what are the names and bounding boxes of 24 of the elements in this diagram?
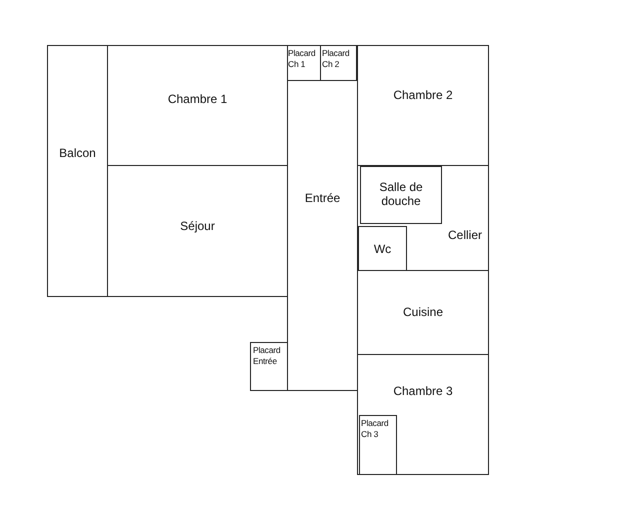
room [359, 415, 397, 475]
room-label: Balcon [58, 146, 97, 160]
room-label: Chambre 3 [392, 384, 454, 398]
room-label: Entrée [304, 191, 342, 205]
room [47, 45, 108, 297]
room [358, 226, 407, 272]
room [357, 270, 489, 355]
room [357, 45, 489, 166]
room-label: Wc [372, 242, 392, 256]
room [250, 342, 288, 391]
room-label: Chambre 2 [392, 88, 454, 102]
room-label: Cellier [446, 228, 483, 242]
room-label: Placard Ch 1 [288, 48, 316, 70]
room [357, 354, 489, 475]
room [360, 166, 442, 224]
room [320, 45, 357, 81]
room-label: Placard Ch 2 [322, 48, 350, 70]
room-label: Placard Ch 3 [361, 418, 390, 440]
room-label: Chambre 1 [166, 92, 228, 106]
room-label: Séjour [179, 219, 216, 233]
room [357, 165, 489, 271]
room-label: Cuisine [402, 305, 444, 319]
room-label: Salle de douche [378, 180, 424, 208]
room-label: Placard Entrée [253, 345, 282, 367]
